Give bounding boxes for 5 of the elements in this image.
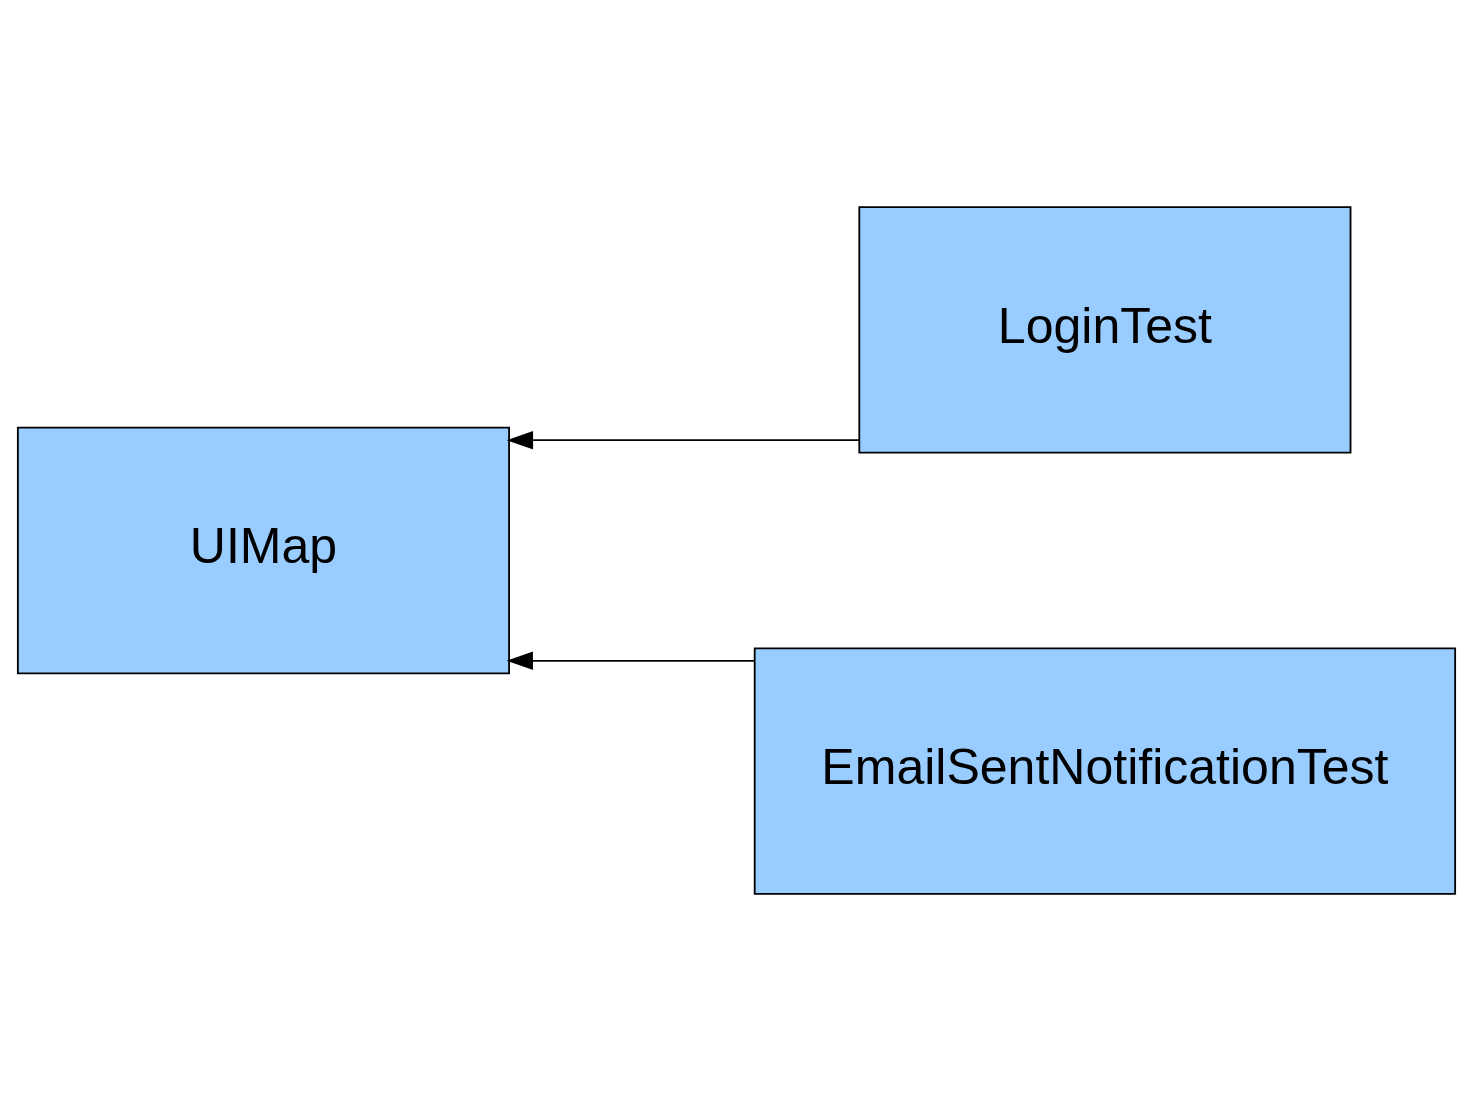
- arrow: [506, 430, 861, 449]
- node-box: EmailSentNotificationTest: [753, 646, 1457, 895]
- arrow: [506, 651, 756, 670]
- node-box: UIMap: [16, 426, 510, 674]
- node-box: LoginTest: [858, 205, 1352, 454]
